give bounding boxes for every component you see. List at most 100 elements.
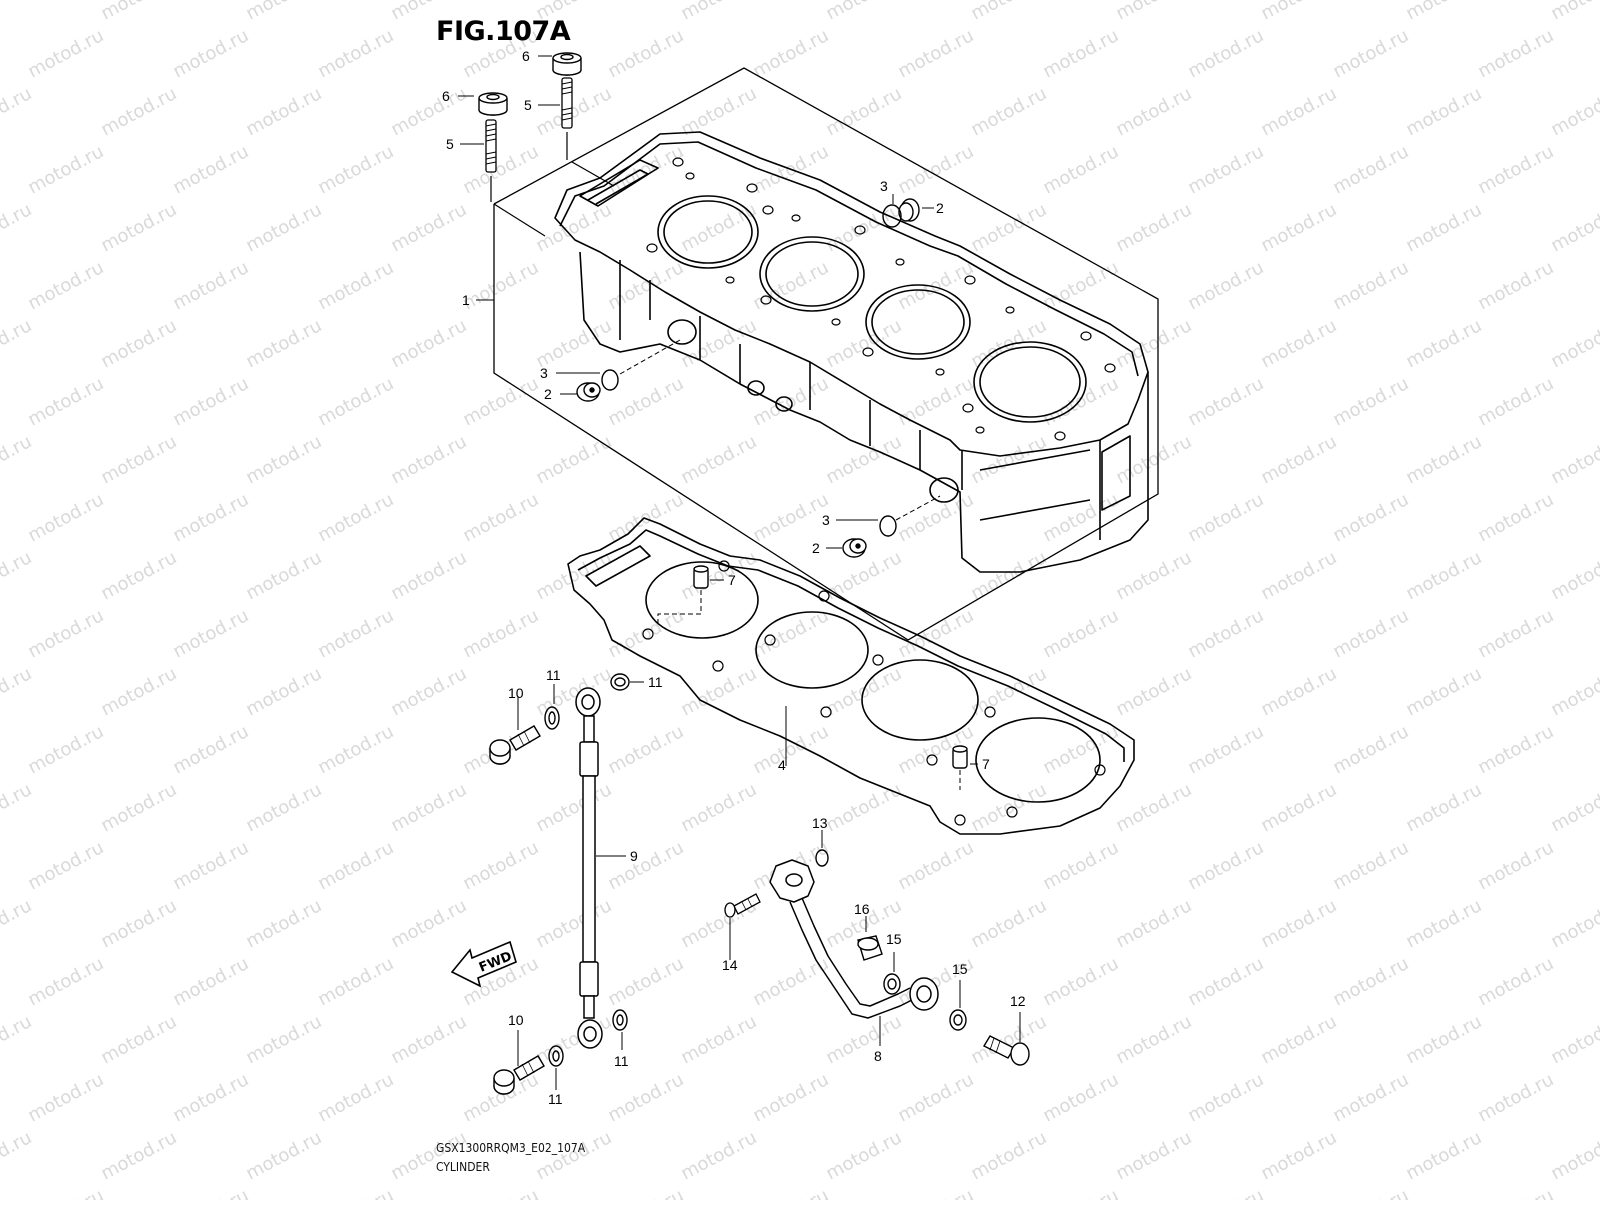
watermark-text: motod.ru (1474, 721, 1557, 778)
watermark-text: motod.ru (97, 199, 180, 256)
oil-jet[interactable] (857, 935, 883, 961)
watermark-text: motod.ru (459, 141, 542, 198)
watermark-text: motod.ru (1329, 1069, 1412, 1126)
watermark-text: motod.ru (1474, 257, 1557, 314)
watermark-text: motod.ru (604, 489, 687, 546)
callout-10: 10 (508, 1012, 524, 1028)
callout-3: 3 (822, 512, 830, 528)
watermark-text: motod.ru (1039, 141, 1122, 198)
o-ring-13[interactable] (815, 849, 829, 867)
watermark-text: motod.ru (387, 1127, 470, 1184)
o-ring-left[interactable] (601, 369, 619, 391)
watermark-text: motod.ru (1184, 141, 1267, 198)
watermark-text: motod.ru (532, 83, 615, 140)
dowel-pin-upper[interactable] (693, 565, 709, 589)
watermark-text: motod.ru (822, 779, 905, 836)
watermark-text: motod.ru (1547, 83, 1600, 140)
o-ring-upper-right[interactable] (882, 204, 902, 228)
gasket-washer-15[interactable] (949, 1009, 967, 1031)
watermark-text: motod.ru (24, 837, 107, 894)
watermark-text: motod.ru (1402, 431, 1485, 488)
watermark-text: motod.ru (1547, 315, 1600, 372)
watermark-text: motod.ru (314, 953, 397, 1010)
gasket-washer-11[interactable] (610, 673, 630, 691)
watermark-text: motod.ru (967, 895, 1050, 952)
watermark-text: motod.ru (97, 0, 180, 24)
watermark-text: motod.ru (242, 1127, 325, 1184)
cylinder-head-gasket[interactable] (567, 517, 1135, 835)
nut-left[interactable] (478, 92, 508, 116)
watermark-text: motod.ru (749, 25, 832, 82)
gasket-washer-15[interactable] (883, 973, 901, 995)
watermark-text: motod.ru (169, 373, 252, 430)
gasket-washer-11[interactable] (548, 1045, 564, 1067)
gasket-washer-11[interactable] (612, 1009, 628, 1031)
union-bolt-12[interactable] (983, 1035, 1030, 1066)
watermark-text: motod.ru (1112, 779, 1195, 836)
watermark-text: motod.ru (1257, 547, 1340, 604)
watermark-text: motod.ru (1039, 373, 1122, 430)
watermark-text: motod.ru (459, 605, 542, 662)
watermark-text: motod.ru (1112, 663, 1195, 720)
watermark-text: motod.ru (1547, 1127, 1600, 1184)
watermark-text: motod.ru (24, 257, 107, 314)
watermark-text: motod.ru (1474, 373, 1557, 430)
watermark-text: motod.ru (1329, 257, 1412, 314)
watermark-text: motod.ru (1184, 25, 1267, 82)
watermark-text: motod.ru (1112, 895, 1195, 952)
watermark-text: motod.ru (677, 199, 760, 256)
diagram-code: GSX1300RRQM3_E02_107A (436, 1141, 586, 1155)
watermark-text: motod.ru (1547, 547, 1600, 604)
watermark-text: motod.ru (0, 83, 35, 140)
watermark-text: motod.ru (97, 895, 180, 952)
watermark-text: motod.ru (24, 373, 107, 430)
cylinder-block[interactable] (554, 131, 1149, 573)
watermark-text: motod.ru (1184, 721, 1267, 778)
watermark-text: motod.ru (0, 199, 35, 256)
union-bolt-lower[interactable] (493, 1055, 545, 1095)
plug-left[interactable] (576, 382, 601, 402)
watermark-text: motod.ru (1402, 779, 1485, 836)
bolt-14[interactable] (724, 893, 761, 918)
watermark-text: motod.ru (749, 953, 832, 1010)
watermark-text: motod.ru (242, 315, 325, 372)
stud-bolt-right[interactable] (561, 77, 573, 129)
watermark-text: motod.ru (0, 547, 35, 604)
watermark-text: motod.ru (97, 83, 180, 140)
plug-lower[interactable] (842, 538, 867, 558)
stud-bolt-left[interactable] (485, 119, 497, 173)
watermark-text: motod.ru (242, 1011, 325, 1068)
callout-labels: 6 6 5 5 3 2 1 3 2 3 2 7 7 4 11 11 10 9 1… (442, 48, 1026, 1107)
callout-1: 1 (462, 292, 470, 308)
watermark-text: motod.ru (0, 895, 35, 952)
callout-6: 6 (522, 48, 530, 64)
watermark-text: motod.ru (1184, 837, 1267, 894)
watermark-text: motod.ru (169, 1185, 252, 1200)
watermark-text: motod.ru (314, 1185, 397, 1200)
o-ring-lower[interactable] (879, 515, 897, 537)
callout-5: 5 (524, 97, 532, 113)
callout-2: 2 (936, 200, 944, 216)
watermark-text: motod.ru (749, 721, 832, 778)
oil-pipe[interactable] (769, 859, 939, 1019)
plug-upper-right[interactable] (898, 198, 920, 222)
callout-2: 2 (812, 540, 820, 556)
watermark-text: motod.ru (604, 373, 687, 430)
callout-11: 11 (548, 1091, 563, 1107)
watermark-text: motod.ru (604, 953, 687, 1010)
gasket-washer-11[interactable] (544, 706, 560, 730)
watermark-text: motod.ru (314, 837, 397, 894)
watermark-text: motod.ru (532, 1127, 615, 1184)
watermark-text: motod.ru (1257, 663, 1340, 720)
watermark-text: motod.ru (97, 1011, 180, 1068)
watermark-text: motod.ru (604, 837, 687, 894)
callout-3: 3 (540, 365, 548, 381)
box-edge (571, 161, 615, 187)
union-bolt-upper[interactable] (489, 725, 541, 765)
watermark-text: motod.ru (169, 25, 252, 82)
watermark-text: motod.ru (822, 0, 905, 24)
dowel-pin-lower[interactable] (952, 745, 968, 769)
oil-hose[interactable] (575, 687, 603, 1049)
callout-11: 11 (648, 674, 663, 690)
nut-right[interactable] (552, 52, 582, 76)
